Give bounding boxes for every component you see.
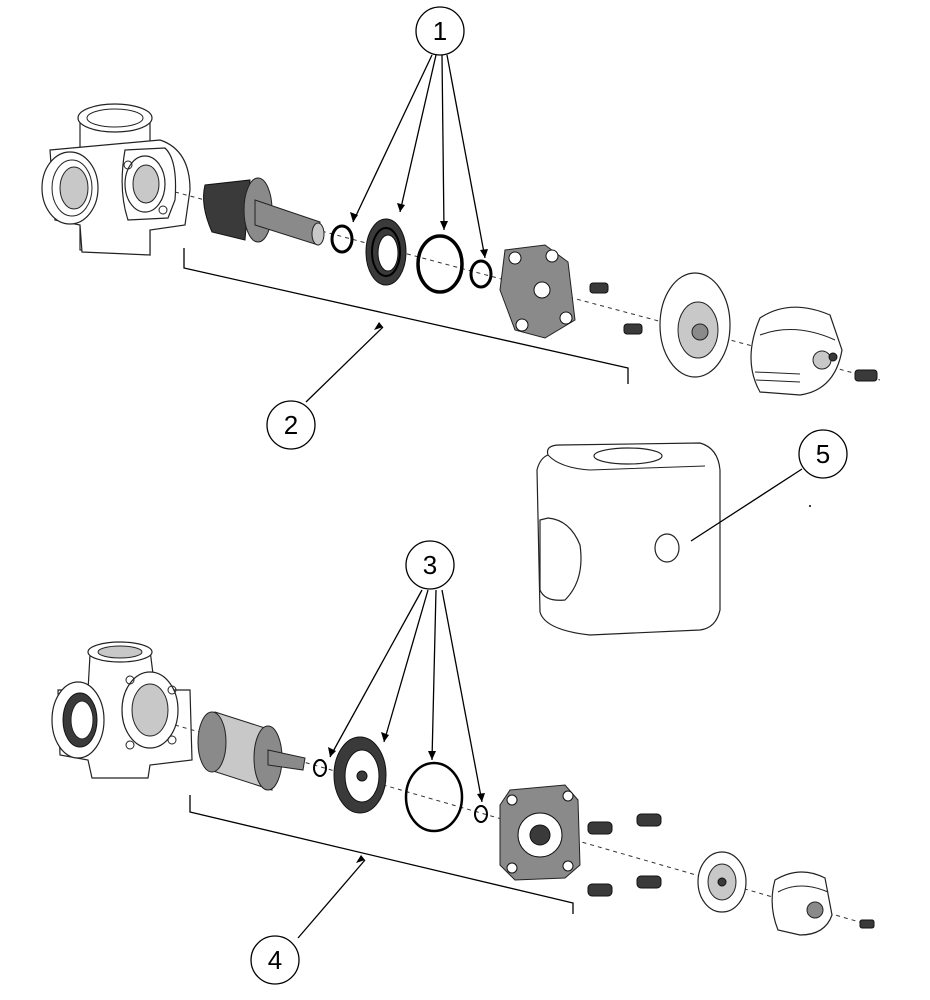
housing-cover (536, 442, 721, 636)
top-rotor-shaft (203, 177, 325, 246)
top-indicator-disc (659, 272, 731, 378)
top-cover-plate (499, 244, 576, 339)
callout-5: 5 (798, 429, 848, 479)
bottom-handle (771, 871, 833, 936)
callout-2-label: 2 (284, 410, 298, 440)
bottom-kit-bracket (189, 795, 574, 914)
bottom-seal-kit (313, 736, 488, 833)
top-screws (589, 282, 878, 382)
callout-1: 1 (415, 6, 465, 56)
leader-lines (297, 54, 803, 939)
callout-5-label: 5 (816, 439, 830, 469)
callout-1-label: 1 (433, 16, 447, 46)
bottom-screws (587, 813, 875, 929)
callout-3-label: 3 (423, 550, 437, 580)
bottom-rotor-drum (197, 711, 306, 791)
bottom-valve-body (51, 641, 193, 779)
top-handle (750, 306, 843, 396)
bottom-cover-plate (499, 784, 581, 881)
callout-3: 3 (405, 540, 455, 590)
top-seal-kit (330, 218, 493, 294)
callout-2: 2 (266, 400, 316, 450)
stray-dot (809, 505, 811, 507)
leader-arrowheads (328, 203, 488, 863)
bottom-indicator-disc (697, 851, 747, 913)
callout-4-label: 4 (268, 945, 282, 975)
callout-4: 4 (250, 935, 300, 985)
top-valve-body (41, 103, 191, 256)
top-kit-bracket (183, 248, 629, 384)
